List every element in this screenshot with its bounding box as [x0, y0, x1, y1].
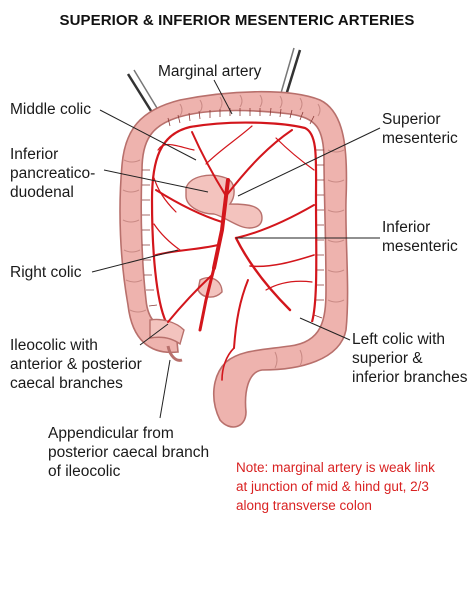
label-line: caecal branches	[10, 375, 123, 392]
label-left-colic: Left colic with superior & inferior bran…	[352, 330, 467, 387]
label-marginal-artery: Marginal artery	[158, 63, 262, 80]
label-ileocolic: Ileocolic with anterior & posterior caec…	[10, 336, 142, 393]
label-inferior-pancreaticoduodenal: Inferior pancreatico- duodenal	[10, 145, 95, 202]
label-line: Left colic with	[352, 331, 446, 348]
vasa-recta	[142, 107, 324, 319]
label-line: inferior branches	[352, 369, 468, 386]
arterial-tree	[153, 125, 315, 381]
label-appendicular: Appendicular from posterior caecal branc…	[48, 424, 209, 481]
note-line: Note: marginal artery is weak link	[236, 460, 435, 475]
note-line: along transverse colon	[236, 498, 372, 513]
marginal-artery-note: Note: marginal artery is weak link at ju…	[236, 458, 435, 515]
marginal-artery	[150, 121, 318, 323]
label-line: superior &	[352, 350, 423, 367]
note-line: at junction of mid & hind gut, 2/3	[236, 479, 429, 494]
label-middle-colic: Middle colic	[10, 101, 91, 118]
label-line: duodenal	[10, 184, 74, 201]
label-line: anterior & posterior	[10, 356, 142, 373]
label-line: pancreatico-	[10, 165, 96, 182]
terminal-ileum	[149, 318, 185, 346]
label-superior-mesenteric: Superior mesenteric	[382, 110, 458, 148]
label-inferior-mesenteric: Inferior mesenteric	[382, 218, 458, 256]
label-line: mesenteric	[382, 238, 458, 255]
label-line: Ileocolic with	[10, 337, 98, 354]
appendix	[166, 345, 183, 362]
label-line: Superior	[382, 111, 441, 128]
colon-haustra	[122, 94, 345, 369]
label-line: posterior caecal branch	[48, 444, 210, 461]
diagram-title: SUPERIOR & INFERIOR MESENTERIC ARTERIES	[59, 12, 415, 29]
label-line: Inferior	[382, 219, 431, 236]
label-line: Appendicular from	[48, 425, 174, 442]
right-retractor	[278, 47, 295, 101]
label-line: of ileocolic	[48, 463, 121, 480]
colon	[119, 90, 349, 428]
label-right-colic: Right colic	[10, 264, 82, 281]
leader-lines	[91, 79, 381, 419]
label-line: mesenteric	[382, 130, 458, 147]
label-line: Inferior	[10, 146, 59, 163]
